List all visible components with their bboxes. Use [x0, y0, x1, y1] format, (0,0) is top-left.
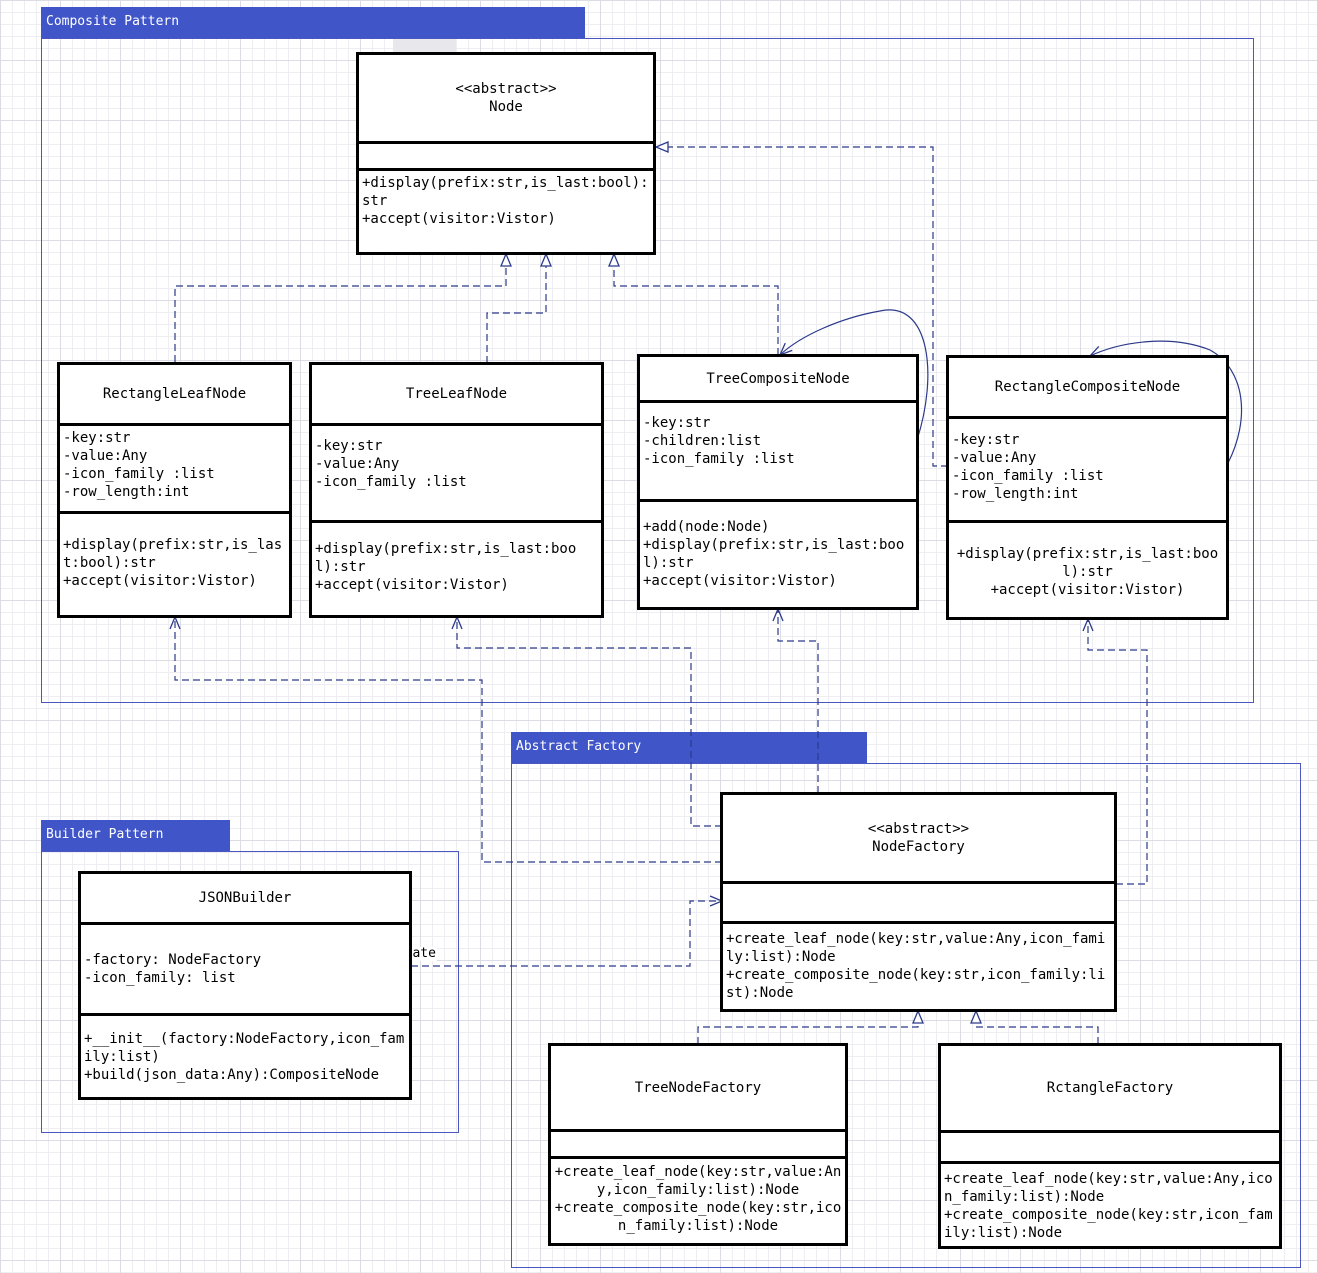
operations-compartment: +display(prefix:str,is_last:bool):str +a… [949, 520, 1226, 617]
attribute: -key:str [643, 415, 711, 431]
package-composite-frame [41, 38, 1254, 703]
package-builder-frame [41, 851, 459, 1133]
operation: +add(node:Node) [643, 519, 770, 535]
operation: +accept(visitor:Vistor) [315, 577, 509, 593]
class-name: TreeNodeFactory [634, 1079, 762, 1096]
composite-children-loop-rect[interactable] [1090, 340, 1243, 464]
attribute: -key:str [315, 438, 383, 454]
composite-children-loop-tree[interactable] [780, 309, 929, 441]
class-name: RectangleLeafNode [102, 386, 247, 402]
attributes-compartment: -key:str -value:Any -icon_family :list [312, 423, 601, 520]
class-tree-leaf-node[interactable]: TreeLeafNode -key:str -value:Any -icon_f… [309, 362, 604, 618]
class-json-builder[interactable]: JSONBuilder -factory: NodeFactory -icon_… [78, 871, 412, 1100]
operations-compartment: +create_leaf_node(key:str,value:Any,icon… [941, 1161, 1279, 1246]
class-tree-node-factory[interactable]: TreeNodeFactory +create_leaf_node(key:st… [548, 1043, 848, 1246]
class-tree-composite-node[interactable]: TreeCompositeNode -key:str -children:lis… [637, 354, 919, 610]
operations-compartment: +add(node:Node) +display(prefix:str,is_l… [640, 499, 916, 607]
attribute: -key:str [63, 430, 131, 446]
package-builder-tab[interactable]: Builder Pattern [41, 820, 230, 851]
attributes-compartment: -key:str -value:Any -icon_family :list -… [949, 416, 1226, 520]
operation: +display(prefix:str,is_last:bool):str [956, 546, 1219, 580]
class-name: Node [489, 99, 523, 115]
class-rectangle-leaf-node[interactable]: RectangleLeafNode -key:str -value:Any -i… [57, 362, 292, 618]
operation: +display(prefix:str,is_last:bool):str [315, 541, 577, 575]
attribute: -icon_family :list [315, 474, 467, 490]
realization-treefactory-nodefactory[interactable] [697, 1011, 918, 1044]
attributes-compartment: -factory: NodeFactory -icon_family: list [81, 922, 409, 1013]
attribute: -icon_family :list [643, 451, 795, 467]
attributes-compartment [941, 1130, 1279, 1161]
attribute: -value:Any [315, 456, 400, 472]
attributes-compartment: -key:str -value:Any -icon_family :list -… [60, 423, 289, 511]
dependency-factory-treeleaf[interactable] [457, 617, 722, 827]
attributes-compartment [359, 141, 653, 168]
package-composite-tab[interactable]: Composite Pattern [41, 7, 585, 38]
attribute: -key:str [952, 432, 1020, 448]
realization-rectleaf-node[interactable] [174, 254, 506, 362]
class-name: TreeLeafNode [405, 386, 508, 402]
attribute: -icon_family: list [84, 970, 236, 986]
operation: +accept(visitor:Vistor) [990, 582, 1185, 598]
class-name: JSONBuilder [198, 890, 292, 906]
attributes-compartment: -key:str -children:list -icon_family :li… [640, 400, 916, 499]
class-name: RctangleFactory [1046, 1080, 1174, 1096]
operation: +build(json_data:Any):CompositeNode [84, 1067, 380, 1083]
attribute: -value:Any [952, 450, 1037, 466]
dependency-builder-factory[interactable] [411, 901, 722, 967]
operation: +create_composite_node(key:str,icon_fami… [726, 967, 1106, 1001]
operation: +create_leaf_node(key:str,value:Any,icon… [554, 1164, 842, 1198]
stereotype-label: <<abstract>> [455, 81, 557, 97]
operation: +display(prefix:str,is_last:bool):str [362, 175, 649, 209]
operations-compartment: +create_leaf_node(key:str,value:Any,icon… [723, 921, 1114, 1009]
operation: +display(prefix:str,is_last:bool):str [643, 537, 905, 571]
realization-treecomp-node[interactable] [614, 254, 779, 355]
package-factory-tab[interactable]: Abstract Factory [511, 732, 867, 763]
operations-compartment: +display(prefix:str,is_last:bool):str +a… [359, 168, 653, 252]
realization-rectfactory-nodefactory[interactable] [976, 1011, 1099, 1044]
class-name: TreeCompositeNode [706, 370, 850, 387]
class-rectangle-factory[interactable]: RctangleFactory +create_leaf_node(key:st… [938, 1043, 1282, 1249]
class-name: NodeFactory [872, 839, 965, 855]
operation: +accept(visitor:Vistor) [643, 573, 837, 589]
operation: +display(prefix:str,is_last:bool):str [63, 537, 283, 571]
operation: +create_leaf_node(key:str,value:Any,icon… [726, 931, 1106, 965]
attribute: -children:list [643, 433, 762, 449]
operation: +create_leaf_node(key:str,value:Any,icon… [944, 1171, 1273, 1205]
operation: +create_composite_node(key:str,icon_fami… [554, 1200, 842, 1234]
attribute: -row_length:int [952, 486, 1079, 502]
operations-compartment: +__init__(factory:NodeFactory,icon_famil… [81, 1013, 409, 1097]
realization-treeleaf-node[interactable] [486, 254, 546, 363]
operation: +accept(visitor:Vistor) [63, 573, 257, 589]
dependency-factory-rectcomp[interactable] [1088, 619, 1148, 885]
operations-compartment: +create_leaf_node(key:str,value:Any,icon… [551, 1156, 845, 1243]
class-rectangle-composite-node[interactable]: RectangleCompositeNode -key:str -value:A… [946, 355, 1229, 620]
attributes-compartment [723, 881, 1114, 921]
operation: +create_composite_node(key:str,icon_fami… [944, 1207, 1273, 1241]
attributes-compartment [551, 1129, 845, 1156]
attribute: -value:Any [63, 448, 148, 464]
operation: +__init__(factory:NodeFactory,icon_famil… [84, 1031, 405, 1065]
class-node[interactable]: <<abstract>> Node +display(prefix:str,is… [356, 52, 656, 255]
package-factory-frame [511, 763, 1301, 1268]
operations-compartment: +display(prefix:str,is_last:bool):str +a… [60, 511, 289, 615]
attribute: -row_length:int [63, 484, 190, 500]
attribute: -factory: NodeFactory [84, 952, 262, 968]
stereotype-label: <<abstract>> [867, 821, 970, 837]
class-node-factory[interactable]: <<abstract>> NodeFactory +create_leaf_no… [720, 792, 1117, 1012]
dependency-factory-treecomp[interactable] [778, 609, 819, 793]
class-name: RectangleCompositeNode [994, 379, 1181, 395]
dependency-factory-rectleaf[interactable] [175, 617, 722, 863]
attribute: -icon_family :list [63, 466, 215, 482]
operation: +accept(visitor:Vistor) [362, 211, 556, 227]
attribute: -icon_family :list [952, 468, 1104, 484]
operations-compartment: +display(prefix:str,is_last:bool):str +a… [312, 520, 601, 615]
